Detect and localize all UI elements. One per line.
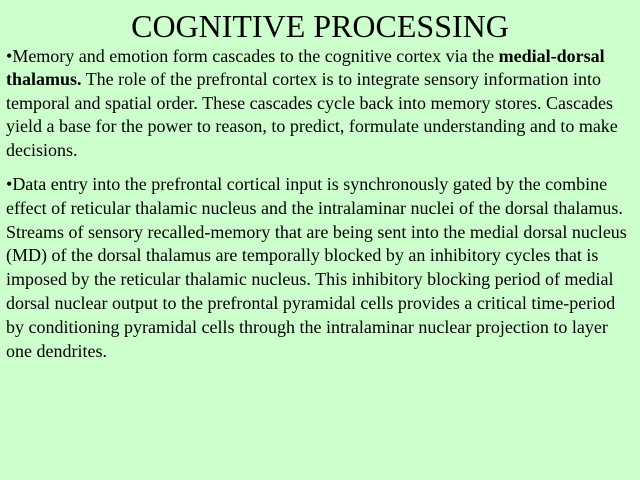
paragraph1-text-end: The role of the prefrontal cortex is to … (6, 69, 618, 160)
paragraph-memory-emotion: •Memory and emotion form cascades to the… (6, 45, 636, 162)
slide-title: COGNITIVE PROCESSING (131, 8, 509, 44)
paragraph2-text: Data entry into the prefrontal cortical … (6, 174, 627, 361)
bullet: • (6, 46, 13, 66)
bullet: • (6, 174, 13, 194)
paragraph1-bold-term: medial-dorsal thalamus. (6, 46, 605, 90)
paragraph-data-entry: •Data entry into the prefrontal cortical… (6, 173, 636, 363)
paragraph1-text-start: Memory and emotion form cascades to the … (12, 46, 499, 66)
